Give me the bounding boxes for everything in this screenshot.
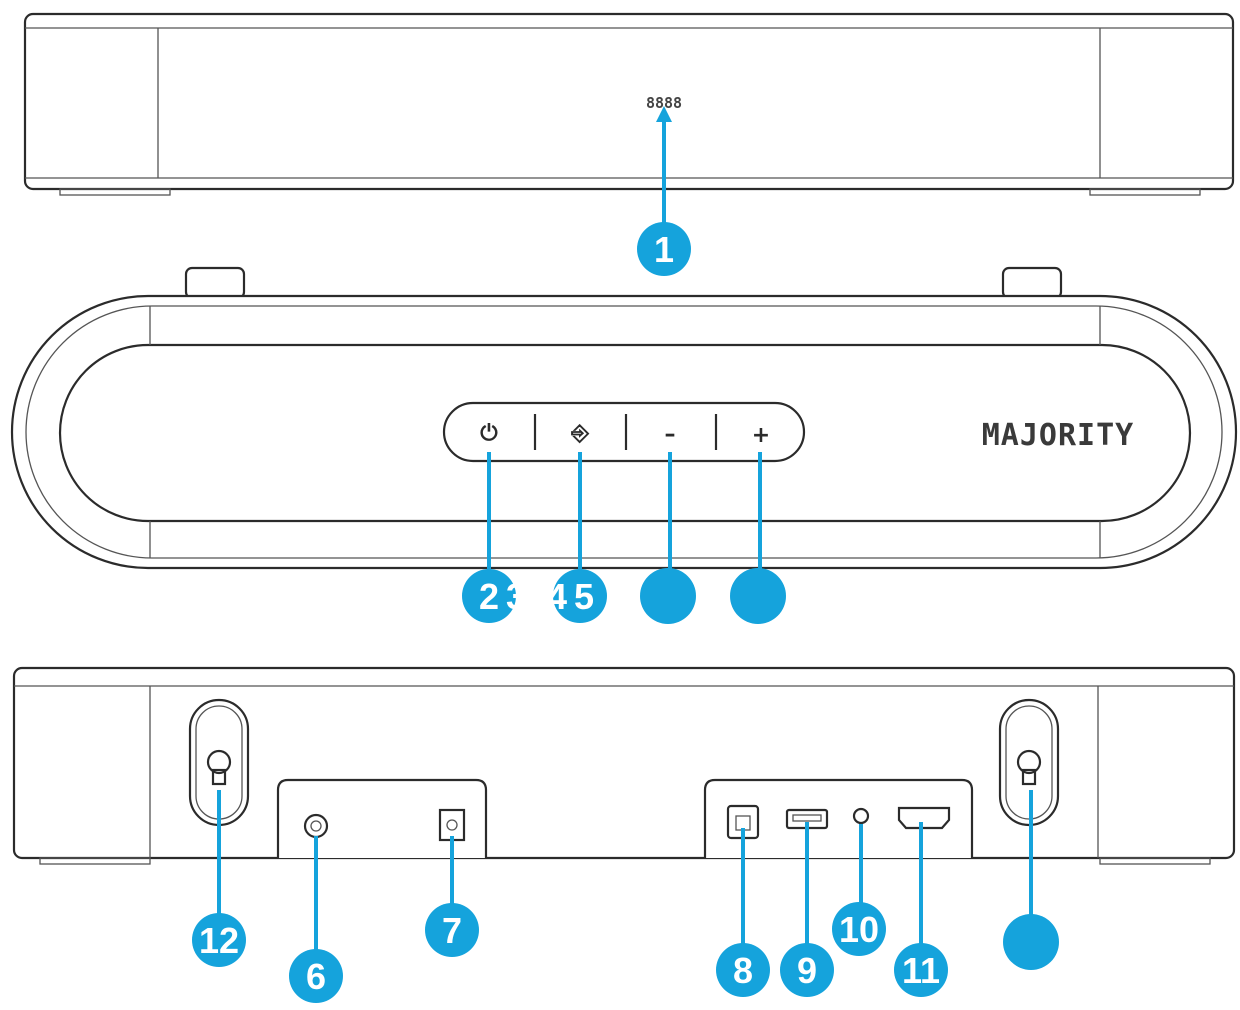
callout-mount-right-dot — [1003, 914, 1059, 970]
callout-10-dot — [832, 902, 886, 956]
callout-8: 8 — [716, 828, 770, 997]
callout-1-label: 1 — [654, 229, 674, 270]
hdmi-port[interactable] — [897, 806, 951, 830]
rear-view — [12, 666, 1236, 865]
volume-down-button[interactable]: – — [665, 422, 676, 447]
callout-12-dot — [192, 913, 246, 967]
keyhole-slot-right — [1021, 768, 1037, 786]
callout-7-dot — [425, 903, 479, 957]
callout-12: 12 — [192, 790, 246, 967]
volume-up-button[interactable]: + — [752, 423, 770, 448]
callout-2-dot — [462, 569, 516, 623]
top-foot-left — [59, 188, 171, 196]
callout-9-label: 9 — [797, 950, 817, 991]
keyhole-slot-left — [211, 768, 227, 786]
front-body-inner — [25, 305, 1223, 559]
minus-icon: – — [665, 422, 676, 447]
callout-5-dot — [553, 569, 607, 623]
source-icon: ⎆ — [570, 421, 590, 446]
callout-5-label: 5 — [574, 576, 594, 617]
callout-11: 11 — [894, 822, 948, 997]
control-panel — [442, 401, 806, 463]
callout-10-label: 10 — [839, 909, 879, 950]
keyhole-icon-right — [1016, 749, 1042, 775]
callout-9-dot — [780, 943, 834, 997]
callout-vol-up-dot — [730, 568, 786, 624]
front-tab-right — [1001, 266, 1063, 300]
callout-11-dot — [894, 943, 948, 997]
rear-port-recess-left — [276, 778, 488, 858]
callout-10: 10 — [832, 824, 886, 956]
callout-6-dot — [289, 949, 343, 1003]
keyhole-icon-left — [206, 749, 232, 775]
top-body-outline — [23, 12, 1235, 191]
power-button[interactable]: ⏻ — [480, 421, 498, 446]
round-jack-inner — [310, 820, 322, 832]
callout-6-label: 6 — [306, 956, 326, 997]
power-icon: ⏻ — [480, 421, 498, 446]
callout-1: 1 — [637, 106, 691, 276]
callout-11-label: 11 — [902, 950, 940, 991]
callout-7: 7 — [425, 836, 479, 957]
callout-2-label: 2 — [479, 576, 499, 617]
callout-volume-up — [730, 452, 786, 624]
top-foot-right — [1089, 188, 1201, 196]
headphone-port[interactable] — [852, 807, 870, 825]
callout-vol-down-dot — [640, 568, 696, 624]
callout-2: 2 3 — [462, 452, 526, 623]
rear-foot-right — [1099, 857, 1211, 865]
front-grille — [58, 343, 1192, 523]
callout-8-label: 8 — [733, 950, 753, 991]
callout-7-label: 7 — [442, 910, 462, 951]
hdmi-port-icon — [897, 806, 951, 830]
top-view: 8888 — [23, 12, 1235, 196]
callout-1-dot — [637, 222, 691, 276]
callout-8-dot — [716, 943, 770, 997]
plus-icon: + — [752, 423, 770, 448]
front-tab-left — [184, 266, 246, 300]
dc-power-pin — [446, 819, 458, 831]
callout-12-label: 12 — [199, 920, 239, 961]
usb-port-inner — [792, 814, 822, 822]
front-view: ⏻ ⎆ – + MAJORITY — [10, 266, 1238, 570]
callout-volume-down — [640, 452, 696, 624]
brand-logo: MAJORITY — [982, 418, 1135, 453]
callout-1-arrow — [656, 106, 672, 122]
callout-3-label: 3 — [506, 576, 526, 617]
source-button[interactable]: ⎆ — [570, 421, 590, 446]
small-jack-icon — [852, 807, 870, 825]
led-display: 8888 — [646, 94, 682, 112]
callout-5: 4 5 — [547, 452, 607, 623]
callout-mount-right — [1003, 790, 1059, 970]
rear-port-recess-right — [703, 778, 974, 858]
callout-6: 6 — [289, 836, 343, 1003]
rear-foot-left — [39, 857, 151, 865]
callout-9: 9 — [780, 822, 834, 997]
callout-4-label: 4 — [547, 576, 567, 617]
callouts: 1 2 3 4 5 1 — [192, 106, 1059, 1003]
